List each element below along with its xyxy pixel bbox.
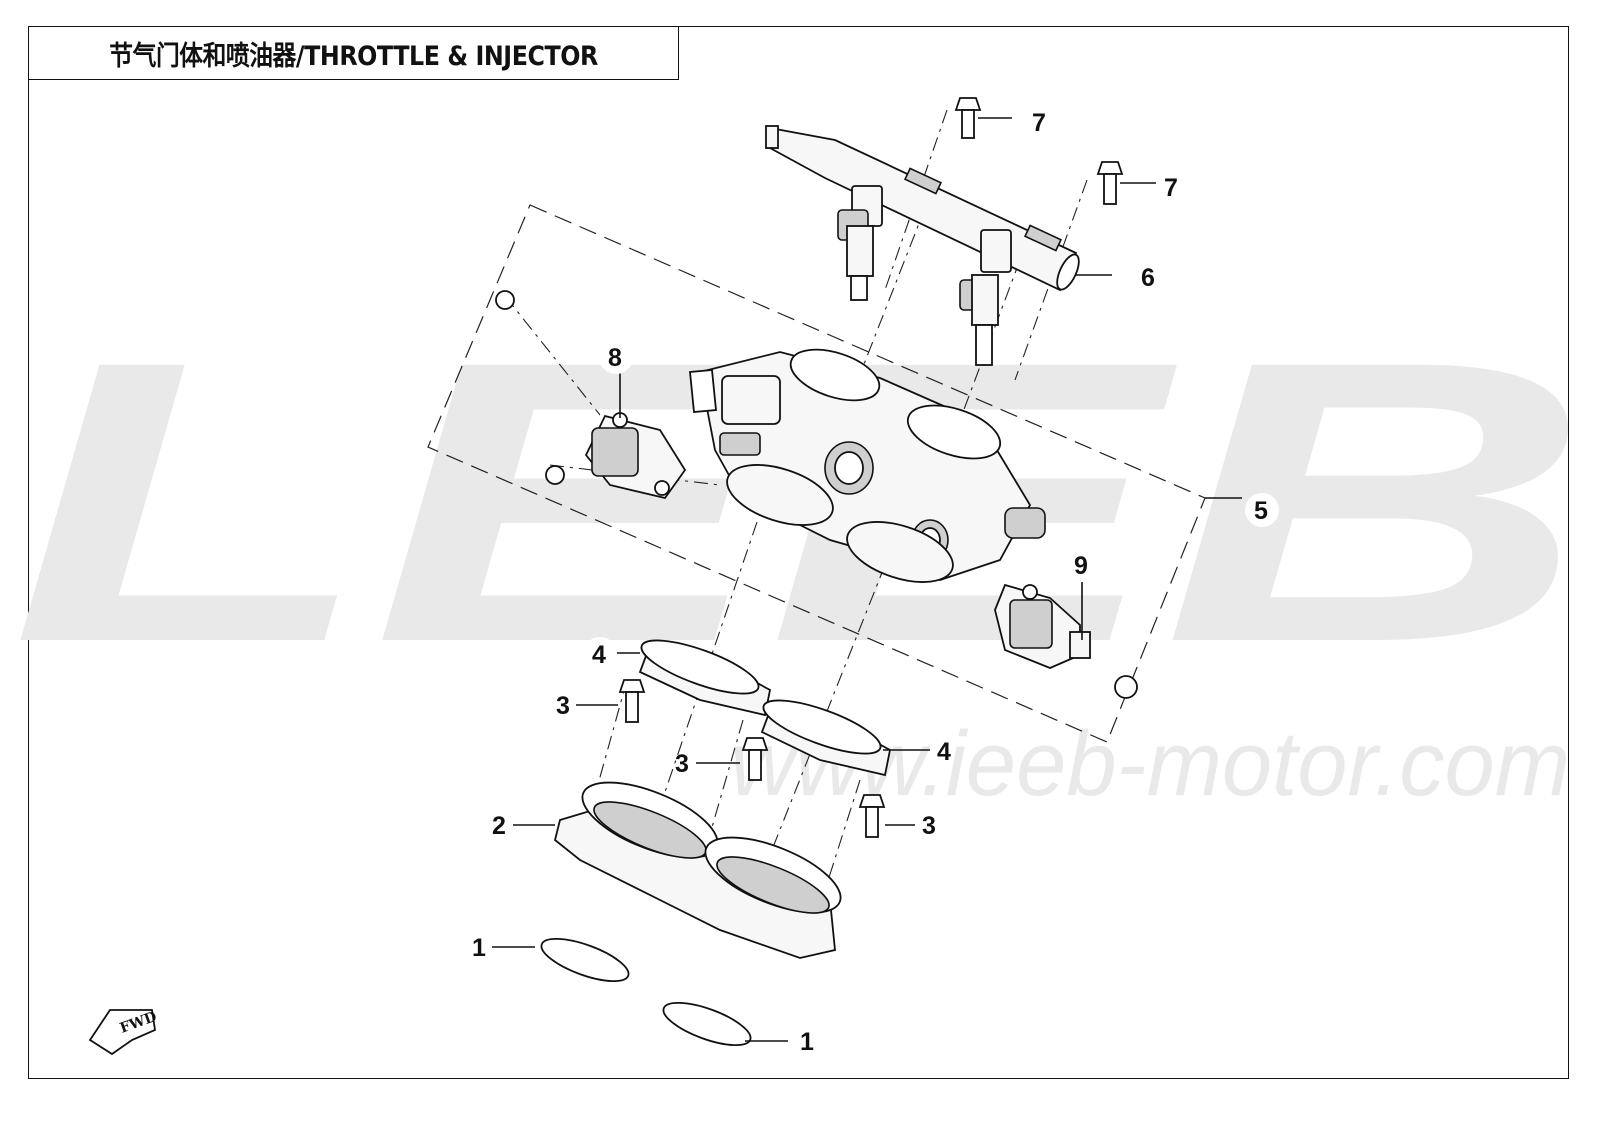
callout-3-right: 3 xyxy=(922,812,936,840)
map-sensor xyxy=(994,583,1138,699)
callout-1-lower: 1 xyxy=(800,1028,814,1056)
intake-manifold xyxy=(553,781,842,959)
callout-2: 2 xyxy=(492,812,506,840)
bolt-3-middle xyxy=(741,737,769,781)
throttle-body xyxy=(689,348,1046,583)
callout-1-upper: 1 xyxy=(472,934,486,962)
throttle-assembly-boundary xyxy=(427,204,1206,743)
fuel-injector-right xyxy=(959,229,1012,366)
callout-7-lower: 7 xyxy=(1164,174,1178,202)
callout-4-right: 4 xyxy=(937,738,951,766)
callout-5-badge xyxy=(1245,493,1279,527)
callout-8-badge xyxy=(599,340,633,374)
callout-4-left: 4 xyxy=(592,641,606,669)
intake-insulator-left xyxy=(638,639,772,717)
rail-bolt-upper xyxy=(954,97,982,139)
forward-direction-indicator: FWD xyxy=(88,1009,159,1056)
callout-5: 5 xyxy=(1254,497,1268,525)
callout-9-badge xyxy=(1065,548,1099,582)
bolt-3-right xyxy=(858,794,886,838)
callout-9: 9 xyxy=(1074,552,1088,580)
throttle-position-sensor xyxy=(495,290,687,500)
fuel-rail xyxy=(765,125,1080,292)
callout-6: 6 xyxy=(1141,264,1155,292)
leader-lines xyxy=(492,117,1242,1042)
callout-7-upper: 7 xyxy=(1032,109,1046,137)
callout-3-middle: 3 xyxy=(675,750,689,778)
callout-labels: 1 1 2 3 3 3 4 4 5 6 7 7 8 9 xyxy=(472,109,1279,1056)
o-ring-upper xyxy=(540,937,630,983)
diagram-frame xyxy=(28,26,1569,1079)
o-ring-lower xyxy=(662,1001,752,1047)
rail-bolt-lower xyxy=(1096,161,1124,205)
diagram-title-box: 节气门体和喷油器/THROTTLE & INJECTOR xyxy=(28,26,679,80)
callout-8: 8 xyxy=(608,344,622,372)
callout-4-left-badge xyxy=(583,637,617,671)
diagram-title: 节气门体和喷油器/THROTTLE & INJECTOR xyxy=(109,40,598,72)
callout-3-left: 3 xyxy=(556,692,570,720)
intake-insulator-right xyxy=(760,699,892,777)
fuel-injector-left xyxy=(837,185,883,301)
bolt-3-left xyxy=(618,679,646,723)
